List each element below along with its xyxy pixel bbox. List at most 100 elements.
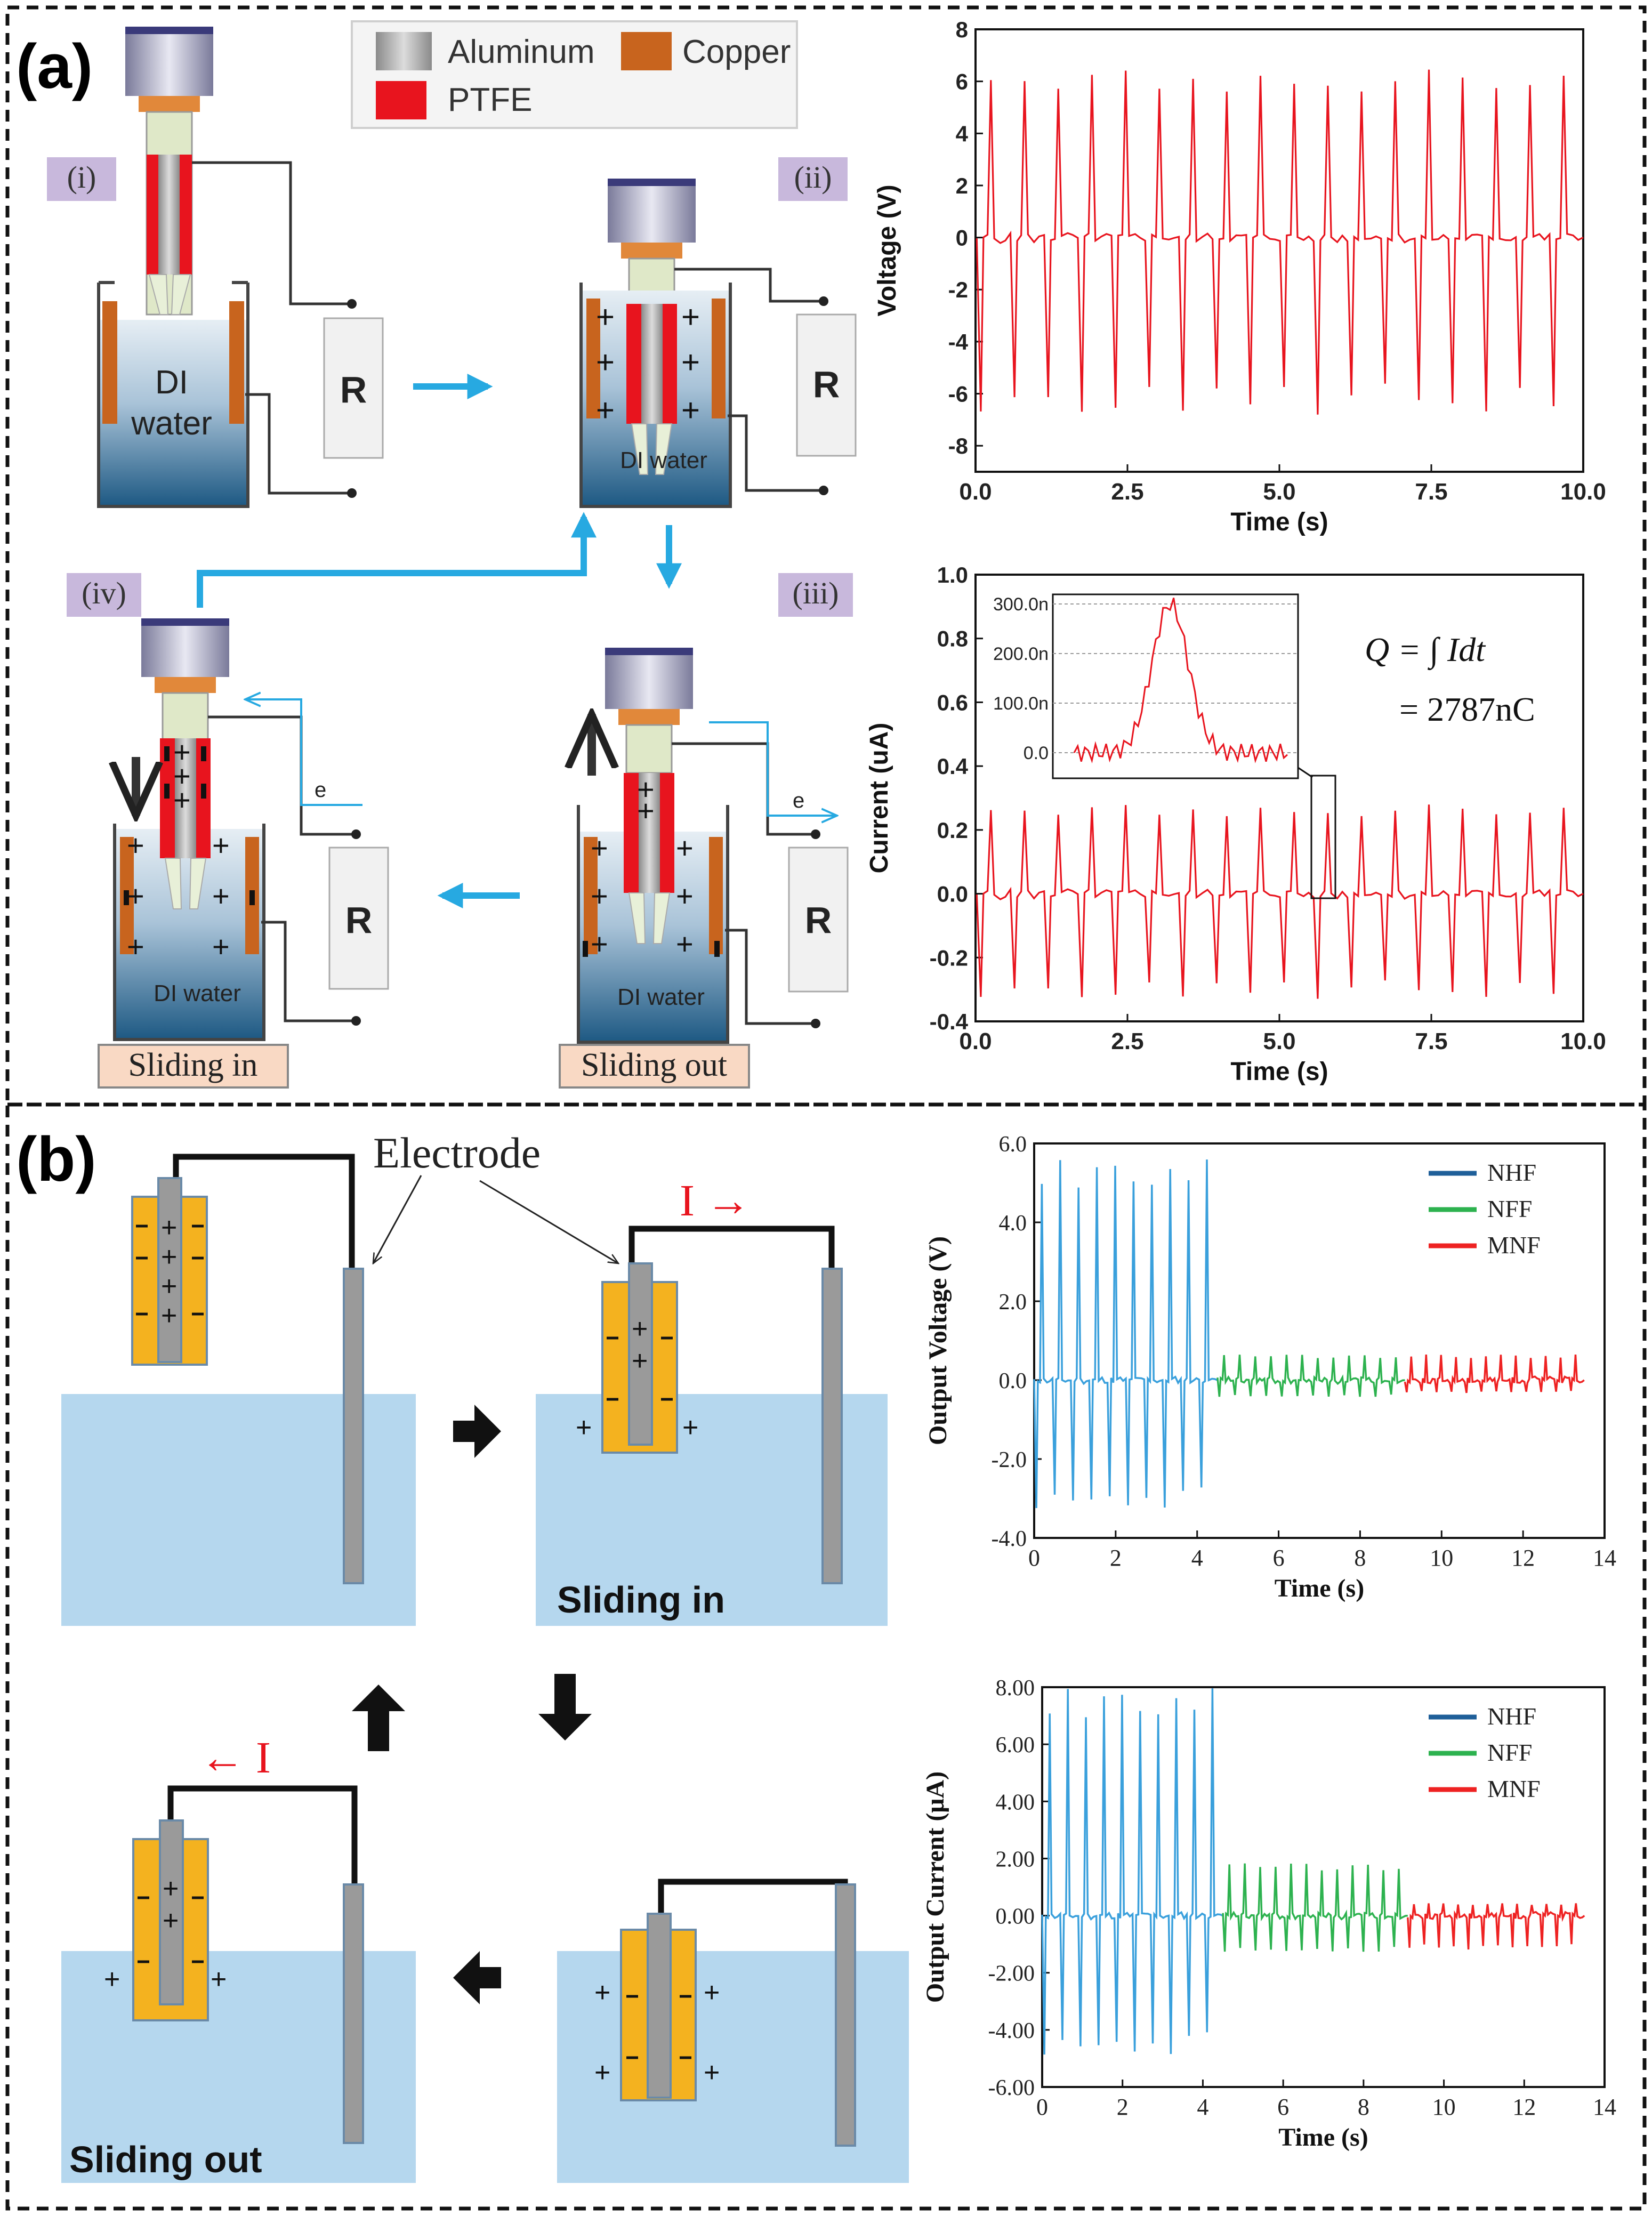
svg-text:+: + (212, 828, 230, 862)
cycle-arrows (197, 374, 682, 908)
scene-sliding-in: ++++ I → Sliding in (536, 1176, 888, 1626)
y-tick-label: -0.2 (930, 945, 968, 970)
x-tick-label: 6 (1277, 2094, 1289, 2120)
svg-text:+: + (681, 392, 700, 428)
y-tick-label: 6 (956, 69, 968, 94)
x-tick-label: 4 (1191, 1545, 1203, 1571)
x-tick-label: 14 (1593, 2094, 1616, 2120)
panel-b-label: (b) (16, 1124, 96, 1195)
x-axis-label: Time (s) (1278, 2123, 1368, 2151)
step-label-iii: (iii) (793, 576, 839, 610)
x-tick-label: 2.5 (1111, 479, 1143, 505)
x-tick-label: 0.0 (959, 479, 992, 505)
step-tag-i (47, 157, 116, 201)
series-line-nff (1216, 1355, 1405, 1397)
y-tick-label: 2.00 (996, 1847, 1035, 1872)
stage-iii-resistor: R (805, 899, 832, 941)
svg-text:+: + (104, 1964, 120, 1995)
x-tick-label: 7.5 (1415, 1028, 1447, 1054)
stage-i-water-line2: water (131, 405, 212, 442)
charge-equation: Q = ∫ Idt = 2787nC (1365, 631, 1535, 728)
x-axis-label: Time (s) (1230, 1058, 1328, 1086)
legend-label-nff: NFF (1487, 1739, 1532, 1766)
y-tick-label: 1.0 (937, 562, 968, 587)
svg-text:+: + (704, 1977, 720, 2008)
y-tick-label: 0.8 (937, 626, 968, 651)
plot-frame (1033, 1142, 1606, 1539)
series-line-mnf (1404, 1354, 1585, 1393)
y-tick-label: -2 (948, 277, 968, 302)
series-line-mnf (1407, 1903, 1585, 1950)
x-tick-label: 6 (1273, 1545, 1285, 1571)
aluminum-swatch (376, 32, 432, 70)
svg-text:+: + (637, 794, 655, 827)
inset-tick-label: 200.0n (993, 644, 1049, 664)
stage-ii-resistor: R (813, 364, 840, 405)
x-tick-label: 10.0 (1560, 1028, 1606, 1054)
legend-ptfe: PTFE (448, 82, 532, 118)
y-tick-label: -4.00 (988, 2019, 1035, 2043)
inset-tick-label: 0.0 (1024, 743, 1049, 763)
x-tick-label: 2 (1110, 1545, 1122, 1571)
legend-label-mnf: MNF (1487, 1231, 1541, 1259)
svg-text:+: + (212, 879, 230, 913)
y-tick-label: -6 (948, 382, 968, 407)
x-axis-label: Time (s) (1230, 508, 1328, 536)
svg-text:+: + (637, 772, 655, 806)
svg-text:+: + (681, 344, 700, 380)
svg-text:+: + (676, 879, 694, 913)
x-tick-label: 5.0 (1263, 1028, 1295, 1054)
legend-aluminum: Aluminum (448, 34, 595, 70)
scene-sliding-out: ++++ ← I Sliding out (61, 1733, 416, 2183)
stage-iv-apparatus: +++ +++ +++ DI water R e (115, 618, 389, 1041)
x-tick-label: 7.5 (1415, 479, 1447, 505)
inset-tick-label: 300.0n (993, 594, 1049, 615)
y-tick-label: 0.2 (937, 818, 968, 843)
signal-line (976, 804, 1584, 999)
svg-text:+: + (173, 783, 191, 817)
stage-i-water-line1: DI (155, 364, 188, 401)
sliding-in-tag (98, 1044, 289, 1089)
x-tick-label: 0 (1028, 1545, 1040, 1571)
y-tick-label: -8 (948, 433, 968, 458)
stage-i-apparatus: DI water R (97, 27, 384, 508)
svg-text:+: + (596, 299, 615, 335)
electrode-pointer-2 (479, 1180, 618, 1263)
sliding-in-label-a: Sliding in (128, 1047, 258, 1083)
svg-text:+: + (591, 927, 608, 961)
inset-tick-label: 100.0n (993, 694, 1049, 714)
x-tick-label: 10.0 (1560, 479, 1606, 505)
svg-text:+: + (127, 879, 144, 913)
y-tick-label: 6.00 (996, 1733, 1035, 1758)
sliding-out-label-a: Sliding out (581, 1047, 727, 1083)
inset-source-box (1310, 775, 1336, 899)
sliding-out-tag (559, 1044, 750, 1089)
x-tick-label: 0.0 (959, 1028, 992, 1054)
step-tag-iv (67, 573, 141, 617)
svg-text:+: + (212, 930, 230, 963)
y-tick-label: -4 (948, 329, 969, 354)
svg-text:+: + (676, 927, 694, 961)
stage-iii-electron: e (793, 789, 804, 812)
step-label-iv: (iv) (82, 576, 126, 610)
y-tick-label: 4.00 (996, 1790, 1035, 1815)
stage-ii-apparatus: +++ +++ DI water R (579, 179, 857, 508)
svg-text:+: + (676, 831, 694, 865)
stage-iv-resistor: R (345, 899, 373, 941)
copper-swatch (621, 32, 672, 70)
x-tick-label: 12 (1511, 1545, 1535, 1571)
legend-label-nff: NFF (1487, 1195, 1532, 1222)
panel-a-frame (5, 5, 1647, 1107)
svg-text:+: + (591, 879, 608, 913)
scene-before-out: ++++ (557, 1879, 909, 2183)
x-tick-label: 10 (1430, 1545, 1453, 1571)
x-tick-label: 2 (1117, 2094, 1129, 2120)
legend-label-mnf: MNF (1487, 1775, 1541, 1802)
y-tick-label: -2.0 (992, 1448, 1027, 1472)
y-tick-label: 6.0 (999, 1132, 1027, 1157)
electrode-label: Electrode (373, 1129, 541, 1177)
y-tick-label: 4 (956, 121, 969, 146)
